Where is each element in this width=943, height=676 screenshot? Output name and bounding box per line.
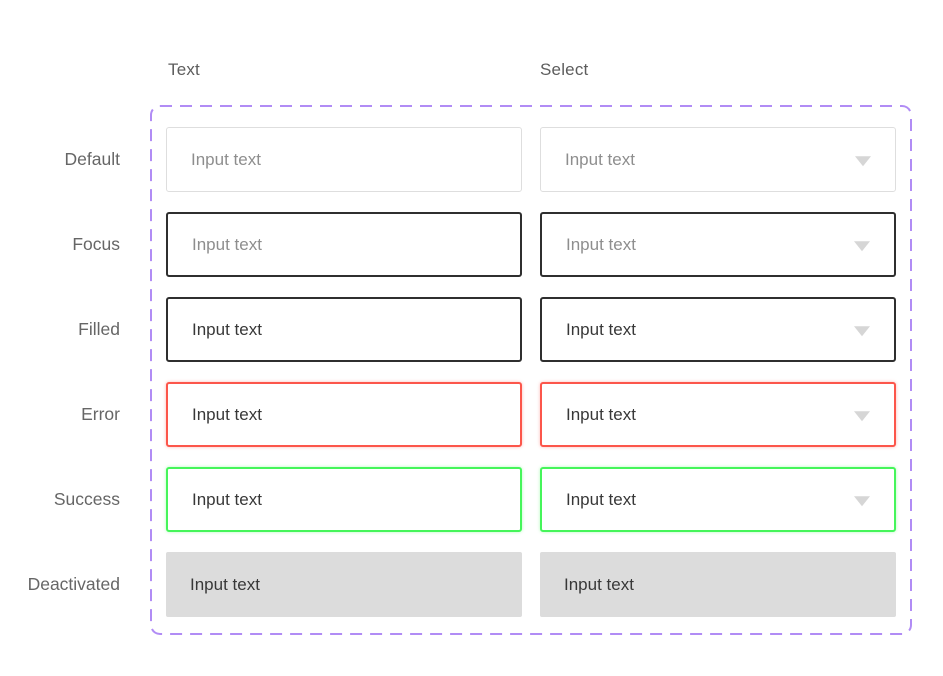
select-value: Input text <box>564 574 634 594</box>
state-row-focus: Focus Input text Input text <box>0 212 943 277</box>
select-input-success[interactable]: Input text <box>540 467 896 532</box>
text-input-default[interactable]: Input text <box>166 127 522 192</box>
input-value: Input text <box>192 319 262 339</box>
input-value: Input text <box>192 404 262 424</box>
select-value: Input text <box>566 404 636 424</box>
column-header-text: Text <box>168 60 200 79</box>
chevron-down-icon <box>854 410 870 421</box>
chevron-down-icon <box>854 325 870 336</box>
text-input-focus[interactable]: Input text <box>166 212 522 277</box>
text-input-filled[interactable]: Input text <box>166 297 522 362</box>
select-input-deactivated: Input text <box>540 552 896 617</box>
state-row-default: Default Input text Input text <box>0 127 943 192</box>
row-label-deactivated: Deactivated <box>27 574 120 594</box>
state-row-success: Success Input text Input text <box>0 467 943 532</box>
text-input-deactivated: Input text <box>166 552 522 617</box>
state-row-deactivated: Deactivated Input text Input text <box>0 552 943 617</box>
chevron-down-icon <box>855 155 871 166</box>
select-value: Input text <box>566 319 636 339</box>
text-input-error[interactable]: Input text <box>166 382 522 447</box>
text-input-success[interactable]: Input text <box>166 467 522 532</box>
state-row-error: Error Input text Input text <box>0 382 943 447</box>
column-header-select: Select <box>540 60 589 79</box>
select-input-focus[interactable]: Input text <box>540 212 896 277</box>
input-placeholder: Input text <box>192 234 262 254</box>
row-label-success: Success <box>53 489 120 509</box>
select-placeholder: Input text <box>566 234 636 254</box>
chevron-down-icon <box>854 495 870 506</box>
select-input-error[interactable]: Input text <box>540 382 896 447</box>
input-value: Input text <box>192 489 262 509</box>
input-placeholder: Input text <box>191 149 261 169</box>
select-input-filled[interactable]: Input text <box>540 297 896 362</box>
state-row-filled: Filled Input text Input text <box>0 297 943 362</box>
select-value: Input text <box>566 489 636 509</box>
row-label-default: Default <box>64 149 120 169</box>
select-placeholder: Input text <box>565 149 635 169</box>
select-input-default[interactable]: Input text <box>540 127 896 192</box>
row-label-filled: Filled <box>78 319 120 339</box>
chevron-down-icon <box>854 240 870 251</box>
row-label-error: Error <box>81 404 120 424</box>
row-label-focus: Focus <box>72 234 120 254</box>
input-value: Input text <box>190 574 260 594</box>
